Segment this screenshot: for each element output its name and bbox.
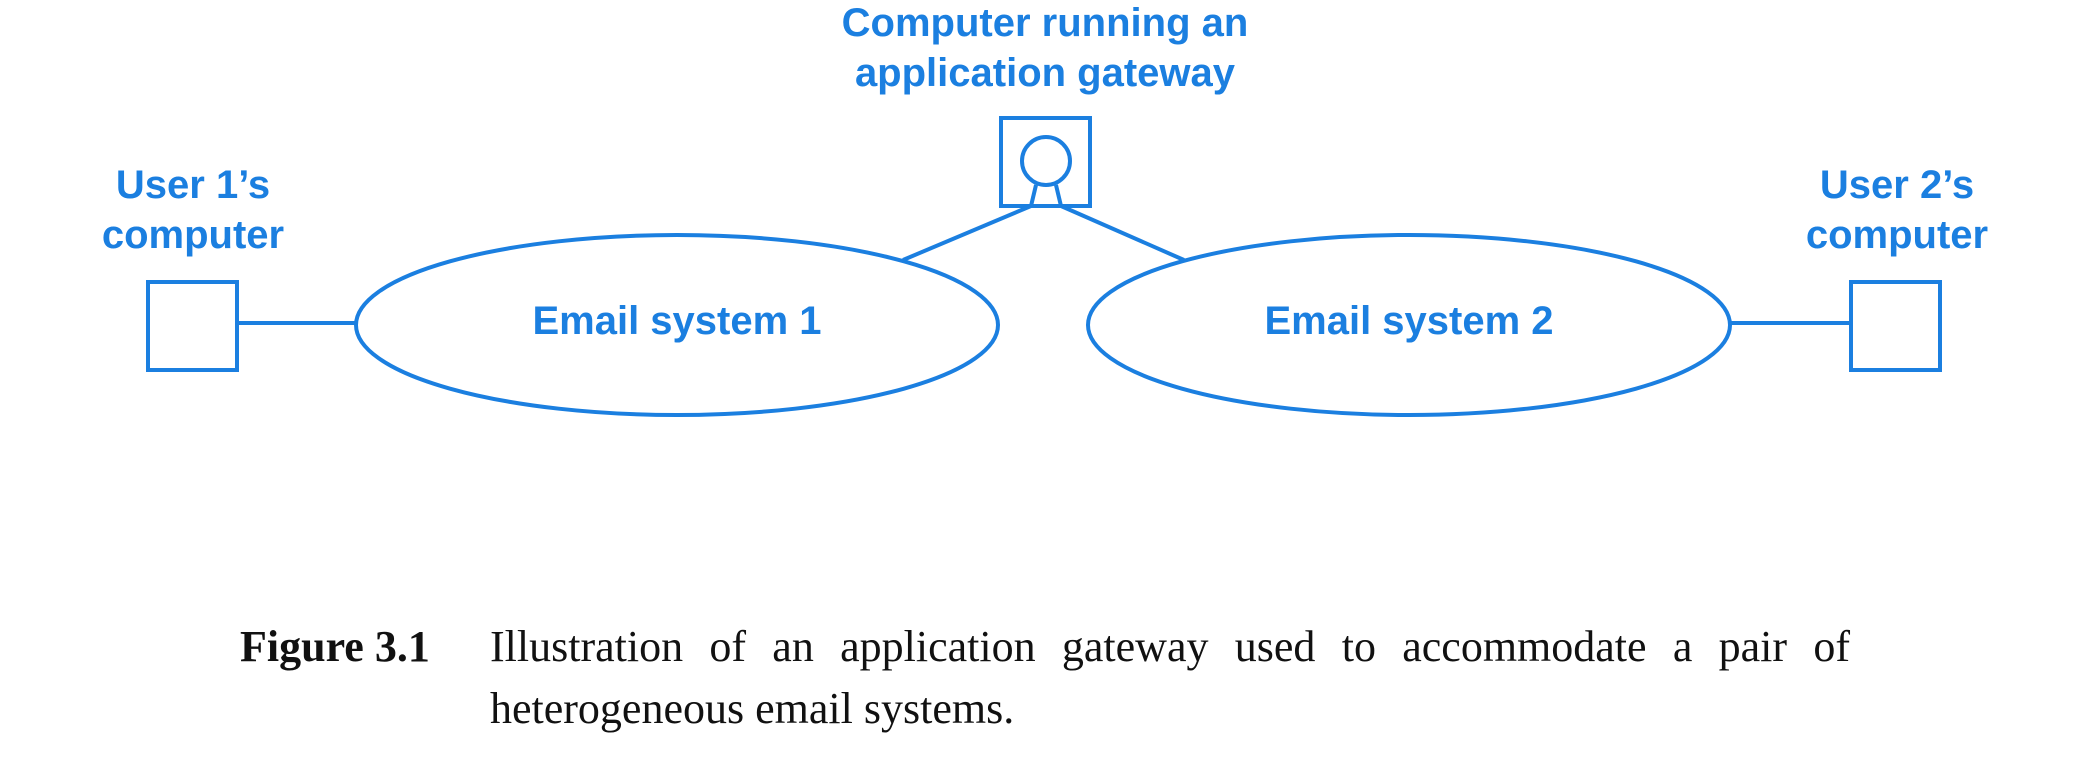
email-system-2-label: Email system 2: [1264, 299, 1553, 343]
gateway-diagram: Computer running an application gateway …: [102, 1, 1988, 417]
user2-computer-box: [1849, 280, 1942, 372]
gateway-link-2: [1060, 204, 1185, 262]
figure-caption: Figure 3.1 Illustration of an application…: [240, 616, 1860, 740]
user2-label-line2: computer: [1806, 213, 1988, 257]
gateway-operator-stand-left: [1029, 184, 1038, 207]
email-system-1-ellipse: [354, 233, 1000, 417]
gateway-operator-stand-right: [1054, 184, 1063, 207]
email-system-1-label: Email system 1: [532, 299, 821, 343]
gateway-label-line2: application gateway: [855, 51, 1236, 95]
user1-label-line2: computer: [102, 213, 284, 257]
gateway-operator-icon: [1020, 135, 1072, 187]
caption-label: Figure 3.1: [240, 622, 430, 671]
gateway-link-1: [902, 204, 1032, 262]
user1-label-line1: User 1’s: [116, 163, 270, 207]
user2-label-line1: User 2’s: [1820, 163, 1974, 207]
gateway-computer-box: [999, 116, 1092, 208]
user1-computer-box: [146, 280, 239, 372]
gateway-label-line1: Computer running an: [842, 1, 1249, 45]
caption-text: Illustration of an application gateway u…: [490, 622, 1850, 733]
